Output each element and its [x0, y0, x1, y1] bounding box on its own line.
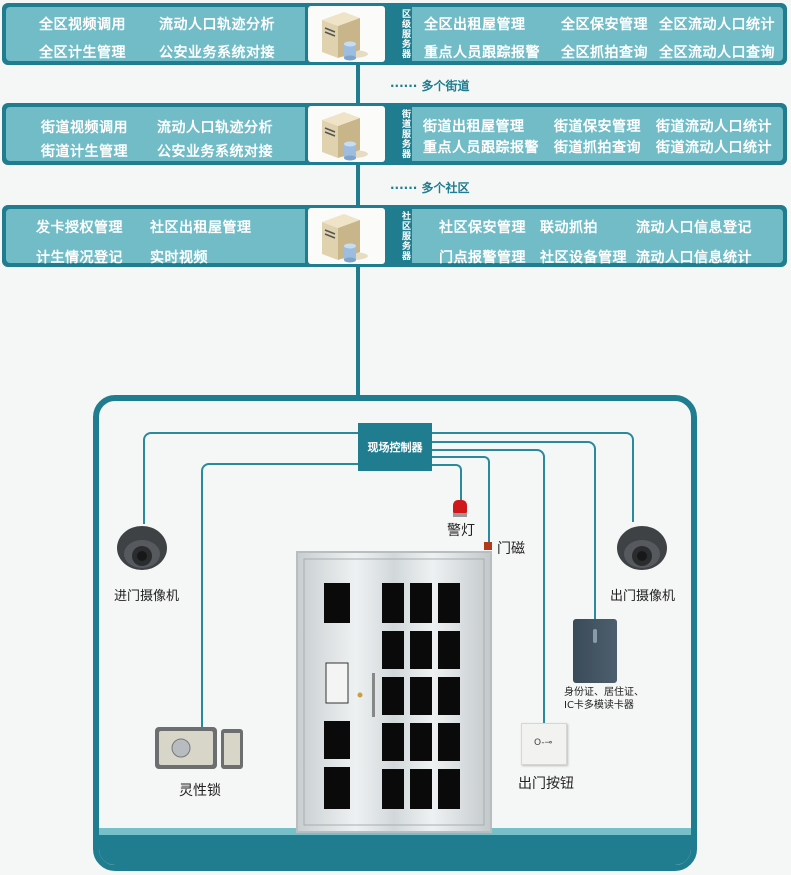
tier-item: 街道计生管理: [41, 144, 128, 160]
tier-item: 流动人口轨迹分析: [159, 17, 275, 33]
district-tier: 全区视频调用 流动人口轨迹分析 全区计生管理 公安业务系统对接 区级服务器 全区…: [2, 3, 787, 65]
tier-item: 实时视频: [150, 250, 208, 266]
wire-warning-light: [432, 464, 462, 502]
tier-item: 联动抓拍: [540, 220, 598, 236]
wire-exit-button: [432, 449, 545, 726]
street-left-panel: 街道视频调用 流动人口轨迹分析 街道计生管理 公安业务系统对接: [6, 107, 305, 161]
server-label: 区级服务器: [400, 9, 410, 59]
tier-item: 街道保安管理: [554, 119, 641, 135]
tier-item: 街道流动人口统计: [656, 119, 772, 135]
community-left-panel: 发卡授权管理 社区出租屋管理 计生情况登记 实时视频: [6, 209, 305, 266]
more-streets-label: ······ 多个街道: [390, 79, 470, 93]
tier-item: 全区视频调用: [39, 17, 126, 33]
tier-item: 全区计生管理: [39, 45, 126, 61]
connector-line: [356, 65, 360, 103]
tier-item: 全区保安管理: [561, 17, 648, 33]
entry-camera-label: 进门摄像机: [114, 589, 180, 604]
district-left-panel: 全区视频调用 流动人口轨迹分析 全区计生管理 公安业务系统对接: [6, 7, 305, 61]
tier-item: 流动人口轨迹分析: [157, 120, 273, 136]
wire-entry-camera: [143, 432, 360, 524]
tier-item: 街道视频调用: [41, 120, 128, 136]
tier-item: 社区设备管理: [540, 250, 627, 266]
connector-line: [356, 267, 360, 397]
site-controller: 现场控制器: [358, 423, 432, 471]
tier-item: 门点报警管理: [439, 250, 526, 266]
server-icon: [308, 106, 385, 162]
community-right-panel: 社区保安管理 联动抓拍 流动人口信息登记 门点报警管理 社区设备管理 流动人口信…: [412, 209, 783, 266]
door-sensor-label: 门磁: [497, 541, 525, 557]
exit-button-icon: O-⊸: [521, 723, 567, 765]
tier-item: 发卡授权管理: [36, 220, 123, 236]
tier-item: 街道出租屋管理: [423, 119, 525, 135]
tier-item: 重点人员跟踪报警: [423, 140, 539, 156]
street-tier: 街道视频调用 流动人口轨迹分析 街道计生管理 公安业务系统对接 街道服务器 街道…: [2, 103, 787, 165]
server-icon: [308, 6, 385, 62]
card-reader-label: 身份证、居住证、 IC卡多模读卡器: [564, 687, 644, 711]
site-base: [99, 835, 691, 865]
tier-item: 全区抓拍查询: [561, 45, 648, 61]
connector-line: [356, 165, 360, 205]
wire-door-sensor: [432, 456, 490, 544]
warning-light-label: 警灯: [447, 523, 475, 539]
card-reader-icon: [573, 619, 617, 683]
exit-button-label: 出门按钮: [518, 776, 574, 792]
lock-label: 灵性锁: [179, 783, 221, 799]
server-icon: [308, 208, 385, 264]
tier-item: 全区出租屋管理: [424, 17, 526, 33]
door-icon: [296, 551, 492, 833]
tier-item: 流动人口信息统计: [636, 250, 752, 266]
warning-light-icon: [453, 500, 467, 518]
server-label: 社区服务器: [400, 211, 410, 261]
tier-item: 重点人员跟踪报警: [424, 45, 540, 61]
more-communities-label: ······ 多个社区: [390, 181, 470, 195]
tier-item: 计生情况登记: [36, 250, 123, 266]
street-right-panel: 街道出租屋管理 街道保安管理 街道流动人口统计 重点人员跟踪报警 街道抓拍查询 …: [412, 107, 783, 161]
entry-camera-icon: [114, 522, 170, 582]
tier-item: 街道抓拍查询: [554, 140, 641, 156]
tier-item: 全区流动人口统计: [659, 17, 775, 33]
tier-item: 社区出租屋管理: [150, 220, 252, 236]
district-right-panel: 全区出租屋管理 全区保安管理 全区流动人口统计 重点人员跟踪报警 全区抓拍查询 …: [412, 7, 783, 61]
community-tier: 发卡授权管理 社区出租屋管理 计生情况登记 实时视频 社区服务器 社区保安管理 …: [2, 205, 787, 267]
exit-camera-icon: [614, 522, 670, 582]
tier-item: 全区流动人口查询: [659, 45, 775, 61]
wire-lock: [201, 463, 360, 728]
door-sensor-icon: [484, 542, 492, 550]
wire-exit-camera: [432, 432, 634, 522]
tier-item: 公安业务系统对接: [159, 45, 275, 61]
tier-item: 街道流动人口统计: [656, 140, 772, 156]
lock-icon: [153, 723, 245, 777]
tier-item: 社区保安管理: [439, 220, 526, 236]
wire-card-reader: [432, 441, 596, 621]
server-label: 街道服务器: [400, 109, 410, 159]
exit-camera-label: 出门摄像机: [610, 589, 676, 604]
tier-item: 公安业务系统对接: [157, 144, 273, 160]
tier-item: 流动人口信息登记: [636, 220, 752, 236]
